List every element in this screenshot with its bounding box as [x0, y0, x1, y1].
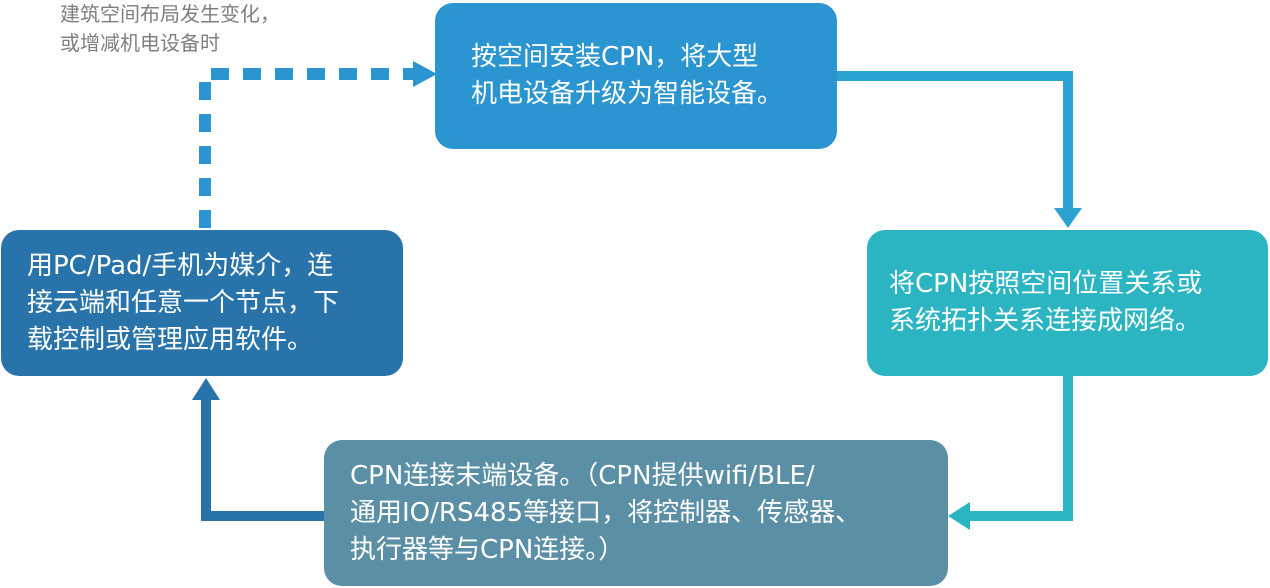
arrow-connect-to-terminal: [968, 376, 1073, 521]
step-install-cpn: 按空间安装CPN，将大型 机电设备升级为智能设备。: [435, 3, 837, 149]
arrow-terminal-to-media: [201, 398, 324, 521]
step-download-app: 用PC/Pad/手机为媒介，连 接云端和任意一个节点，下 载控制或管理应用软件。: [1, 230, 403, 376]
dashed-arrow-to-install: [199, 68, 415, 228]
arrow-install-to-connect: [837, 71, 1073, 210]
arrow-terminal-to-media-head: [192, 378, 220, 400]
step-download-app-text: 用PC/Pad/手机为媒介，连 接云端和任意一个节点，下 载控制或管理应用软件。: [27, 250, 340, 355]
arrow-connect-to-terminal-head: [948, 502, 970, 530]
change-condition-note: 建筑空间布局发生变化， 或增减机电设备时: [60, 2, 280, 55]
step-install-cpn-text: 按空间安装CPN，将大型 机电设备升级为智能设备。: [471, 42, 784, 109]
arrow-install-to-connect-head: [1054, 208, 1082, 228]
step-connect-network: 将CPN按照空间位置关系或 系统拓扑关系连接成网络。: [867, 230, 1268, 376]
step-connect-terminal-devices-text: CPN连接末端设备。（CPN提供wifi/BLE/ 通用IO/RS485等接口，…: [350, 460, 862, 565]
dashed-arrow-head: [413, 61, 437, 87]
step-connect-network-text: 将CPN按照空间位置关系或 系统拓扑关系连接成网络。: [889, 269, 1203, 336]
step-connect-terminal-devices: CPN连接末端设备。（CPN提供wifi/BLE/ 通用IO/RS485等接口，…: [324, 440, 948, 586]
